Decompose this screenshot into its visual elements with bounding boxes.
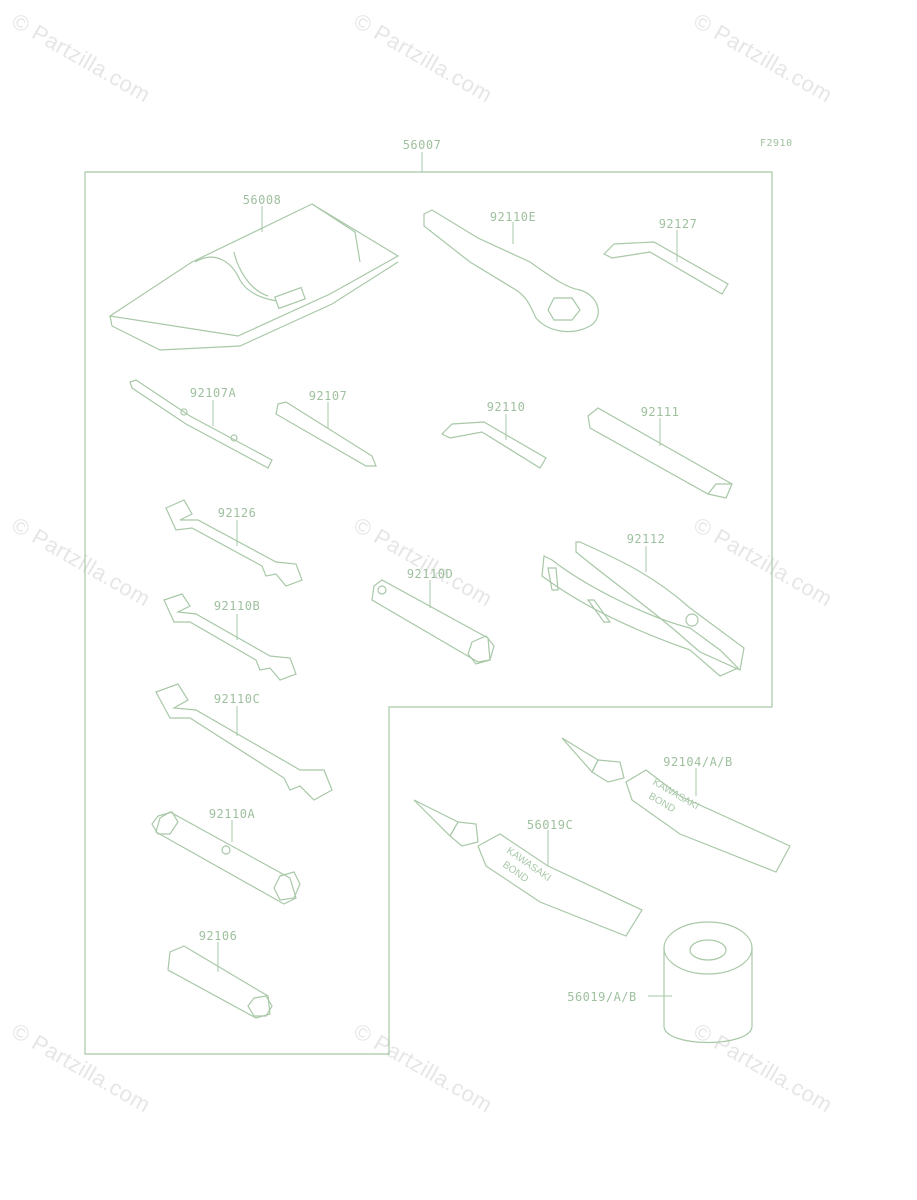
part-label-extension-bar[interactable]: 92111 [640, 405, 680, 419]
part-label-kit[interactable]: 56007 [402, 138, 442, 152]
tubular-wrench-drawing [151, 811, 301, 905]
part-label-plug-wrench[interactable]: 92110D [406, 567, 454, 581]
open-wrench-1-drawing [165, 499, 303, 587]
part-label-toolbag[interactable]: 56008 [242, 193, 282, 207]
figure-code: F2910 [760, 138, 793, 149]
part-label-open-wrench-3[interactable]: 92110C [213, 692, 261, 706]
toolbag-drawing [108, 203, 400, 351]
hex-wrench-small-drawing [440, 414, 547, 469]
open-wrench-3-drawing [155, 683, 333, 801]
extension-bar-drawing [587, 407, 733, 499]
part-label-bond-tube-large[interactable]: 56019C [526, 818, 574, 832]
plug-wrench-drawing [371, 579, 495, 665]
ring-wrench-drawing [423, 209, 599, 333]
hex-wrench-large-drawing [602, 230, 729, 295]
part-label-screwdriver-bit[interactable]: 92107 [308, 389, 348, 403]
part-label-open-wrench-2[interactable]: 92110B [213, 599, 261, 613]
screwdriver-bit-drawing [275, 401, 377, 467]
kit-boundary [84, 171, 773, 1055]
open-wrench-2-drawing [163, 593, 297, 681]
part-label-bond-can[interactable]: 56019/A/B [567, 990, 637, 1004]
screwdriver-grip-drawing [129, 379, 273, 469]
part-label-hex-wrench-large[interactable]: 92127 [658, 217, 698, 231]
part-label-bond-tube-small[interactable]: 92104/A/B [663, 755, 733, 769]
bond-can-drawing [648, 921, 753, 1044]
part-label-pliers[interactable]: 92112 [626, 532, 666, 546]
part-label-tubular-wrench[interactable]: 92110A [208, 807, 256, 821]
pliers-drawing [541, 541, 745, 677]
part-label-handle[interactable]: 92106 [198, 929, 238, 943]
part-label-screwdriver-grip[interactable]: 92107A [189, 386, 237, 400]
part-label-open-wrench-1[interactable]: 92126 [217, 506, 257, 520]
handle-drawing [167, 942, 273, 1019]
part-label-hex-wrench-small[interactable]: 92110 [486, 400, 526, 414]
part-label-ring-wrench[interactable]: 92110E [489, 210, 537, 224]
